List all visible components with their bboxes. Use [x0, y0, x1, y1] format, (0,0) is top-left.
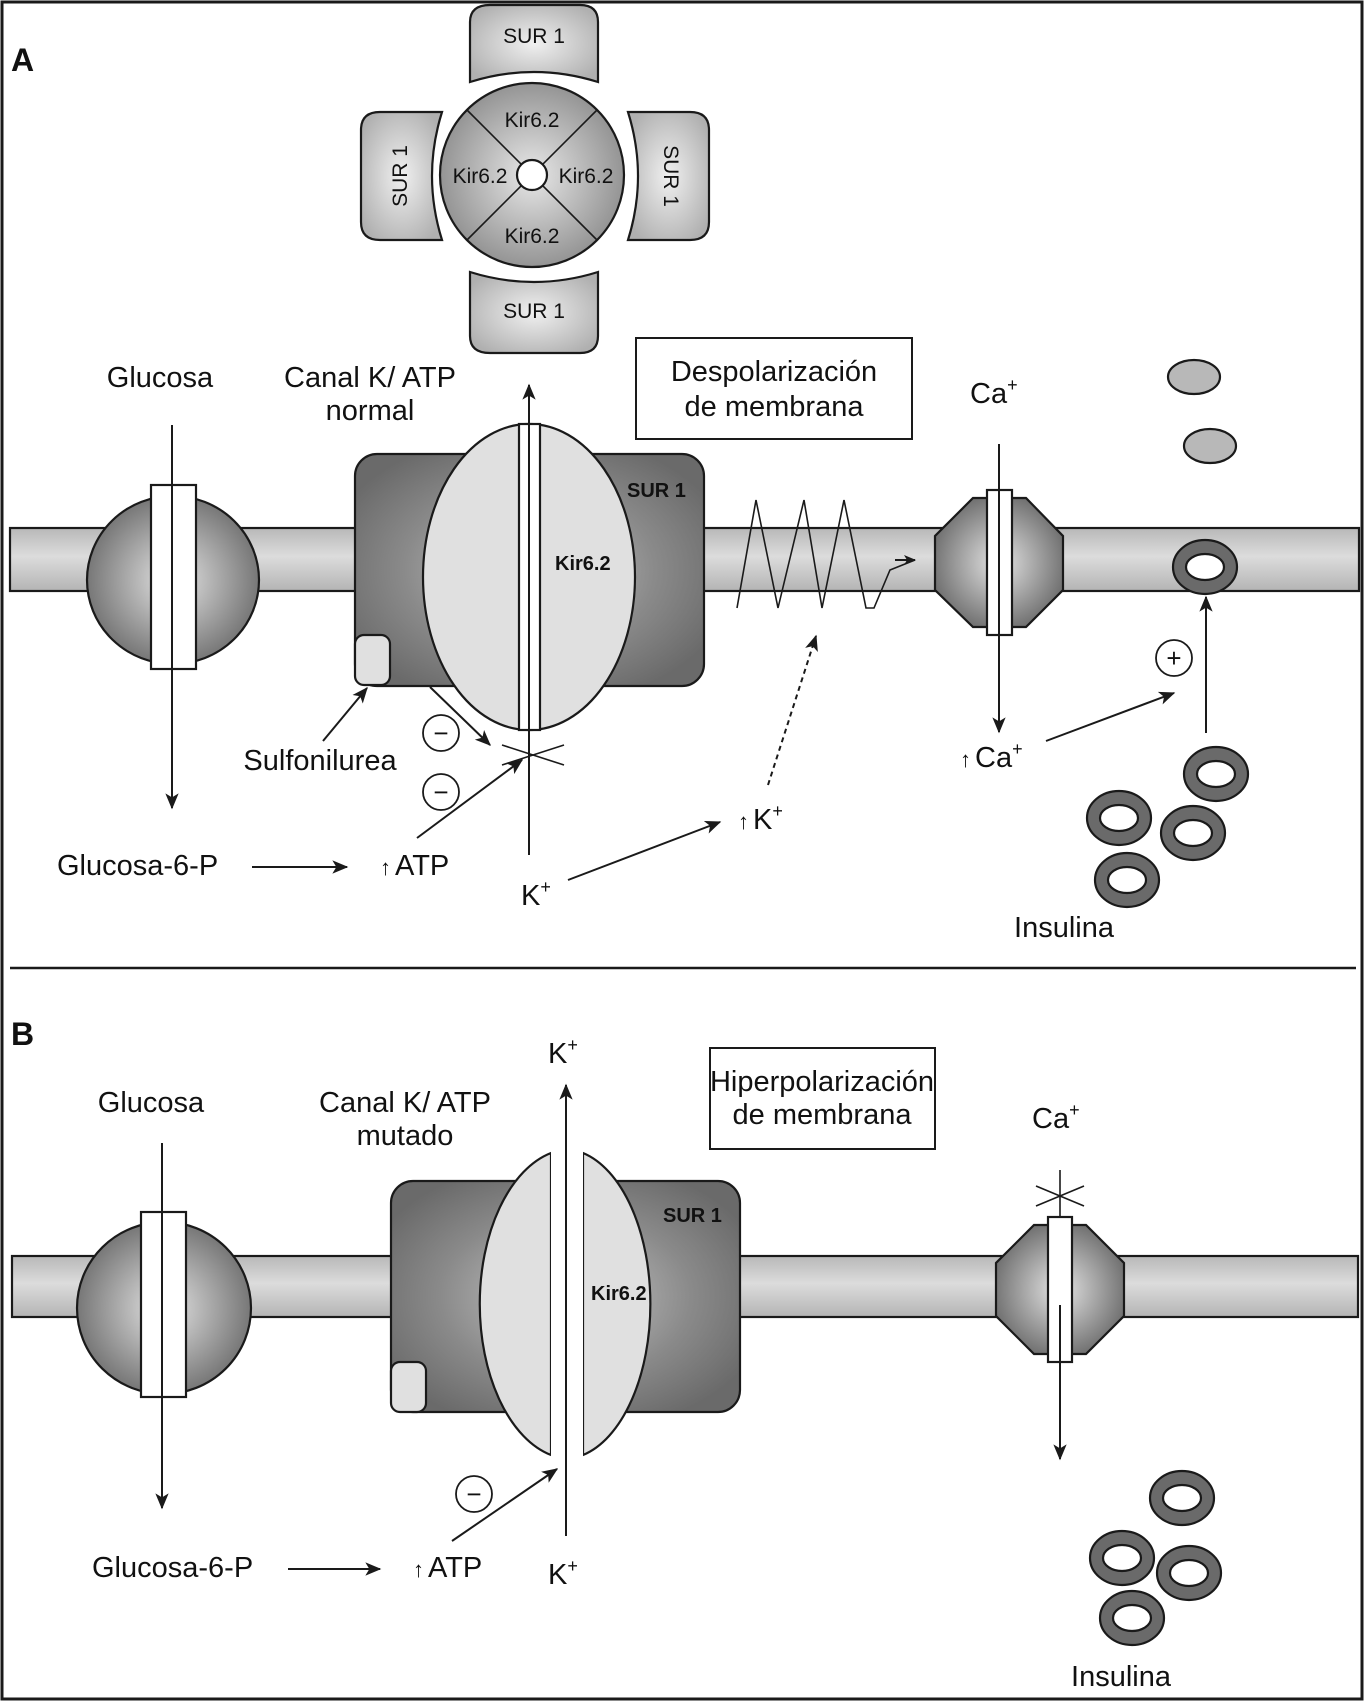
k-ion-label: K+	[548, 1556, 578, 1591]
katp-channel-label-line1: Canal K/ ATP	[284, 362, 456, 394]
sulfonylurea-arrow	[322, 686, 368, 742]
vesicle-lumen	[1101, 1543, 1143, 1573]
kir62-half-left	[478, 1151, 553, 1457]
calcium-block-cross	[1035, 1185, 1085, 1207]
panel-a: A SUR 1 SUR 1 SUR 1 SUR 1 Kir6.2 Kir6.2 …	[8, 3, 1361, 944]
atp-inhibition-arrow	[416, 759, 524, 839]
depolarization-line1: Despolarización	[671, 356, 877, 388]
ca-stimulates-arrow	[1045, 691, 1176, 742]
k-ion-label: K+	[521, 877, 551, 912]
k-depolarization-dotted-arrow	[767, 634, 818, 786]
insulin-vesicles	[1088, 1469, 1223, 1647]
hyperpolarization-box: Hiperpolarización de membrana	[709, 1047, 936, 1150]
atp-increase-label: ↑ATP	[413, 1552, 482, 1584]
kir62-label: Kir6.2	[591, 1283, 647, 1305]
sur1-label-right: SUR 1	[659, 145, 682, 207]
sulfonylurea-binding-site	[389, 1360, 428, 1414]
sulfonylurea-label: Sulfonilurea	[243, 745, 397, 777]
atp-inhibition-arrow	[451, 1468, 559, 1542]
atp-increase-label: ↑ATP	[380, 850, 449, 882]
sur1-label-top: SUR 1	[503, 25, 565, 48]
minus-sign: −	[433, 777, 448, 807]
glucose-transporter	[75, 1143, 253, 1510]
insulin-label: Insulina	[1014, 912, 1115, 944]
vesicle-lumen	[1106, 865, 1148, 895]
vesicle-lumen	[1111, 1603, 1153, 1633]
panel-b-label: B	[11, 1016, 34, 1052]
minus-sign: −	[433, 718, 448, 748]
sur1-tile-left	[359, 110, 444, 242]
minus-sign: −	[466, 1479, 481, 1509]
ca-ion-label: Ca+	[970, 375, 1018, 410]
panel-a-label: A	[11, 42, 34, 78]
inhibition-sign	[455, 1475, 493, 1513]
hyperpolarization-line2: de membrana	[733, 1099, 913, 1131]
sur1-tile-top	[468, 3, 600, 84]
ca-ion-label: Ca+	[1032, 1100, 1080, 1135]
insulin-vesicles	[1085, 745, 1250, 909]
g6p-label: Glucosa-6-P	[57, 850, 218, 882]
vesicle-lumen	[1168, 1558, 1210, 1588]
sulfonylurea-binding-site	[353, 633, 392, 687]
sur1-label: SUR 1	[663, 1205, 722, 1227]
k-increase-label: ↑K+	[738, 801, 783, 836]
g6p-label: Glucosa-6-P	[92, 1552, 253, 1584]
katp-channel-normal: SUR 1 Kir6.2	[353, 383, 706, 855]
vesicle-lumen	[1098, 803, 1140, 833]
depolarization-box: Despolarización de membrana	[635, 337, 913, 440]
calcium-channel-closed	[994, 1170, 1126, 1461]
kir62-label-left: Kir6.2	[453, 165, 508, 188]
inhibition-sign	[422, 714, 460, 752]
sur1-label: SUR 1	[627, 480, 686, 502]
inhibition-sign	[422, 773, 460, 811]
depolarization-spring	[736, 499, 916, 609]
hyperpolarization-line1: Hiperpolarización	[710, 1066, 934, 1098]
k-efflux-top-label: K+	[548, 1035, 578, 1070]
depolarization-line2: de membrana	[685, 391, 865, 423]
insulin-label: Insulina	[1071, 1661, 1172, 1693]
sur1-label-bottom: SUR 1	[503, 300, 565, 323]
ca-increase-label: ↑Ca+	[960, 739, 1023, 774]
plus-sign: +	[1166, 643, 1181, 673]
katp-complex-top-view: SUR 1 SUR 1 SUR 1 SUR 1 Kir6.2 Kir6.2 Ki…	[359, 3, 711, 355]
sur1-label-left: SUR 1	[389, 145, 412, 207]
katp-channel-label-line2: mutado	[357, 1120, 454, 1152]
katp-channel-label-line2: normal	[326, 395, 415, 427]
k-accumulation-arrow	[567, 821, 722, 881]
katp-channel-label-line1: Canal K/ ATP	[319, 1087, 491, 1119]
vesicle-lumen	[1161, 1483, 1203, 1513]
panel-b: B Glucosa Canal K/ ATP mutado K+ Hiperpo…	[10, 1016, 1360, 1693]
glucose-transporter	[85, 425, 261, 810]
kir62-half-right	[581, 1151, 652, 1457]
kir62-label-top: Kir6.2	[505, 109, 560, 132]
glucose-label: Glucosa	[107, 362, 214, 394]
kir62-label-right: Kir6.2	[559, 165, 614, 188]
vesicle-lumen	[1195, 759, 1237, 789]
vesicle-lumen	[1184, 552, 1226, 582]
calcium-channel-open	[933, 444, 1065, 734]
sur1-tile-bottom	[468, 270, 600, 355]
katp-channel-mutated: SUR 1 Kir6.2	[389, 1083, 742, 1536]
vesicle-lumen	[1172, 818, 1214, 848]
stimulation-sign	[1155, 639, 1193, 677]
glucose-label: Glucosa	[98, 1087, 205, 1119]
insulin-granule	[1182, 427, 1238, 465]
insulin-granule	[1166, 358, 1222, 396]
kir62-label-bottom: Kir6.2	[505, 225, 560, 248]
sulfonylurea-inhibition-arrow	[429, 686, 491, 746]
channel-pore	[515, 158, 549, 192]
sur1-tile-right	[626, 110, 711, 242]
kir62-label: Kir6.2	[555, 553, 611, 575]
